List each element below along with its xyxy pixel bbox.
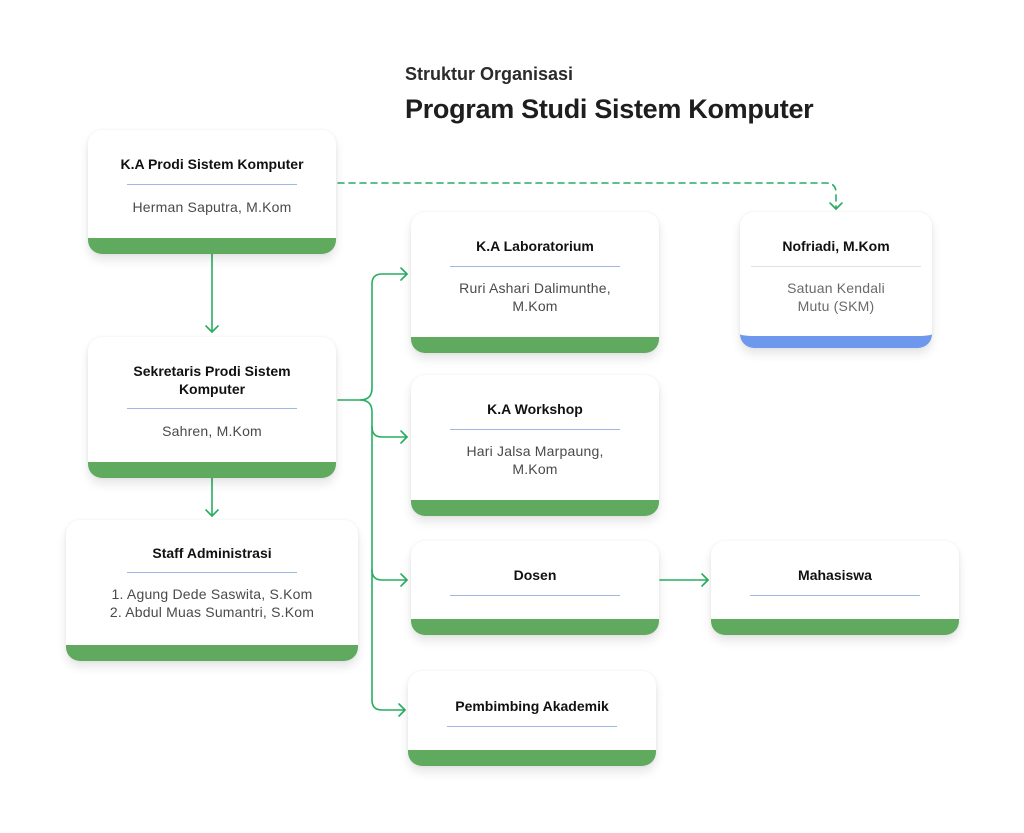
node-sekretaris-role: Sekretaris Prodi Sistem Komputer (133, 363, 291, 397)
node-staff-name-1: 1. Agung Dede Saswita, S.Kom (111, 586, 313, 602)
node-workshop: K.A Workshop Hari Jalsa Marpaung, M.Kom (411, 375, 659, 516)
node-sekretaris-name: Sahren, M.Kom (162, 423, 262, 439)
node-workshop-divider (450, 429, 620, 430)
node-pembimbing-role: Pembimbing Akademik (455, 698, 609, 714)
edge-sekretaris-branch (337, 273, 408, 401)
edge-sekretaris-pembimbing (371, 569, 406, 711)
node-lab: K.A Laboratorium Ruri Ashari Dalimunthe,… (411, 212, 659, 353)
chart-title: Program Studi Sistem Komputer (405, 94, 814, 124)
node-dosen: Dosen (411, 541, 659, 635)
node-skm-divider (751, 266, 921, 267)
node-mahasiswa-role: Mahasiswa (798, 567, 872, 583)
arrowhead-lab (400, 267, 408, 281)
edge-sekretaris-workshop (359, 399, 408, 438)
node-workshop-name: Hari Jalsa Marpaung, M.Kom (466, 443, 604, 477)
node-sekretaris-divider (127, 408, 297, 409)
arrowhead-workshop (400, 430, 408, 444)
node-staff-name-2: 2. Abdul Muas Sumantri, S.Kom (109, 604, 315, 620)
node-staff-role: Staff Administrasi (152, 545, 272, 561)
arrowhead-sekretaris (205, 325, 219, 333)
node-kaprodi-role: K.A Prodi Sistem Komputer (120, 156, 304, 172)
arrowhead-staff (205, 509, 219, 517)
edge-kaprodi-skm (337, 182, 837, 210)
chart-subtitle: Struktur Organisasi (405, 64, 574, 84)
node-dosen-role: Dosen (513, 567, 557, 583)
node-skm: Nofriadi, M.Kom Satuan Kendali Mutu (SKM… (740, 212, 932, 348)
node-staff-names: 1. Agung Dede Saswita, S.Kom 2. Abdul Mu… (66, 585, 358, 621)
arrowhead-dosen (400, 573, 408, 587)
node-pembimbing-divider (447, 726, 617, 727)
node-sekretaris: Sekretaris Prodi Sistem Komputer Sahren,… (88, 337, 336, 478)
node-staff-divider (127, 572, 297, 573)
node-kaprodi: K.A Prodi Sistem Komputer Herman Saputra… (88, 130, 336, 254)
node-dosen-divider (450, 595, 620, 596)
node-skm-name: Satuan Kendali Mutu (SKM) (787, 280, 885, 314)
node-staff: Staff Administrasi 1. Agung Dede Saswita… (66, 520, 358, 661)
node-pembimbing: Pembimbing Akademik (408, 671, 656, 766)
node-kaprodi-divider (127, 184, 297, 185)
node-mahasiswa-divider (750, 595, 920, 596)
node-workshop-role: K.A Workshop (487, 401, 583, 417)
node-lab-role: K.A Laboratorium (476, 238, 594, 254)
node-lab-divider (450, 266, 620, 267)
arrowhead-mahasiswa (701, 573, 709, 587)
edge-sekretaris-dosen (371, 426, 408, 581)
arrowhead-skm (829, 202, 843, 210)
node-kaprodi-name: Herman Saputra, M.Kom (132, 199, 292, 215)
node-skm-role: Nofriadi, M.Kom (782, 238, 890, 254)
arrowhead-pembimbing (398, 703, 406, 717)
node-lab-name: Ruri Ashari Dalimunthe, M.Kom (459, 280, 611, 314)
node-mahasiswa: Mahasiswa (711, 541, 959, 635)
